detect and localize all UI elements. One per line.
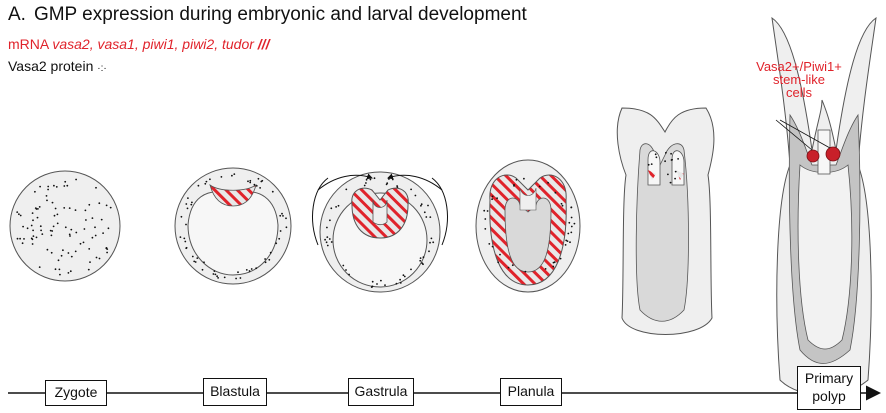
stage-box-primary-polyp: Primary polyp: [797, 366, 861, 410]
stage-box-blastula: Blastula: [203, 378, 267, 406]
stage-box-zygote: Zygote: [45, 380, 107, 406]
stage-box-gastrula: Gastrula: [348, 378, 414, 406]
stage-label-primary: Primary: [798, 369, 860, 387]
tentacle-bud-figure: [617, 108, 714, 335]
planula-figure: [476, 160, 580, 292]
annotation-line-3: cells: [744, 86, 854, 99]
stage-label-planula: Planula: [508, 383, 555, 399]
stage-label-zygote: Zygote: [55, 384, 98, 400]
stage-label-polyp: polyp: [798, 387, 860, 405]
zygote-figure: [10, 171, 120, 281]
blastula-figure: [175, 168, 291, 284]
stem-like-cells-annotation: Vasa2+/Piwi1+ stem-like cells: [744, 60, 854, 99]
gastrula-figure: [313, 172, 448, 292]
stage-label-blastula: Blastula: [210, 383, 260, 399]
stage-label-gastrula: Gastrula: [355, 383, 408, 399]
stage-box-planula: Planula: [500, 378, 562, 406]
